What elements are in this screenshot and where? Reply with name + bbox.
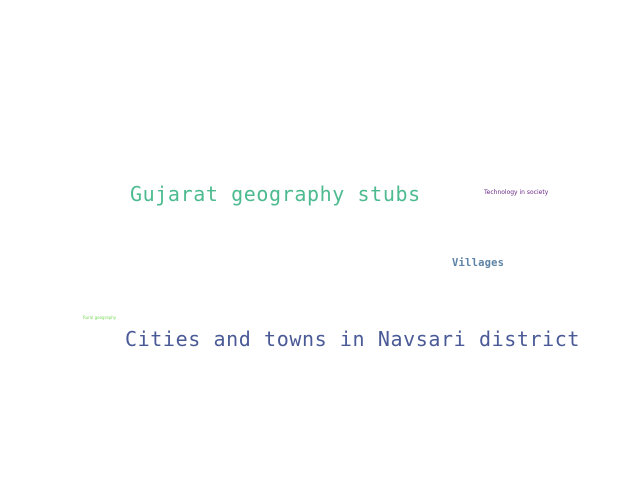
word-gujarat-geography-stubs: Gujarat geography stubs [130,182,421,206]
word-cities-and-towns-in-navsari-district: Cities and towns in Navsari district [125,327,581,351]
word-villages: Villages [452,257,505,269]
word-rural-geography: Rural geography [83,315,117,320]
word-technology-in-society: Technology in society [484,189,549,196]
